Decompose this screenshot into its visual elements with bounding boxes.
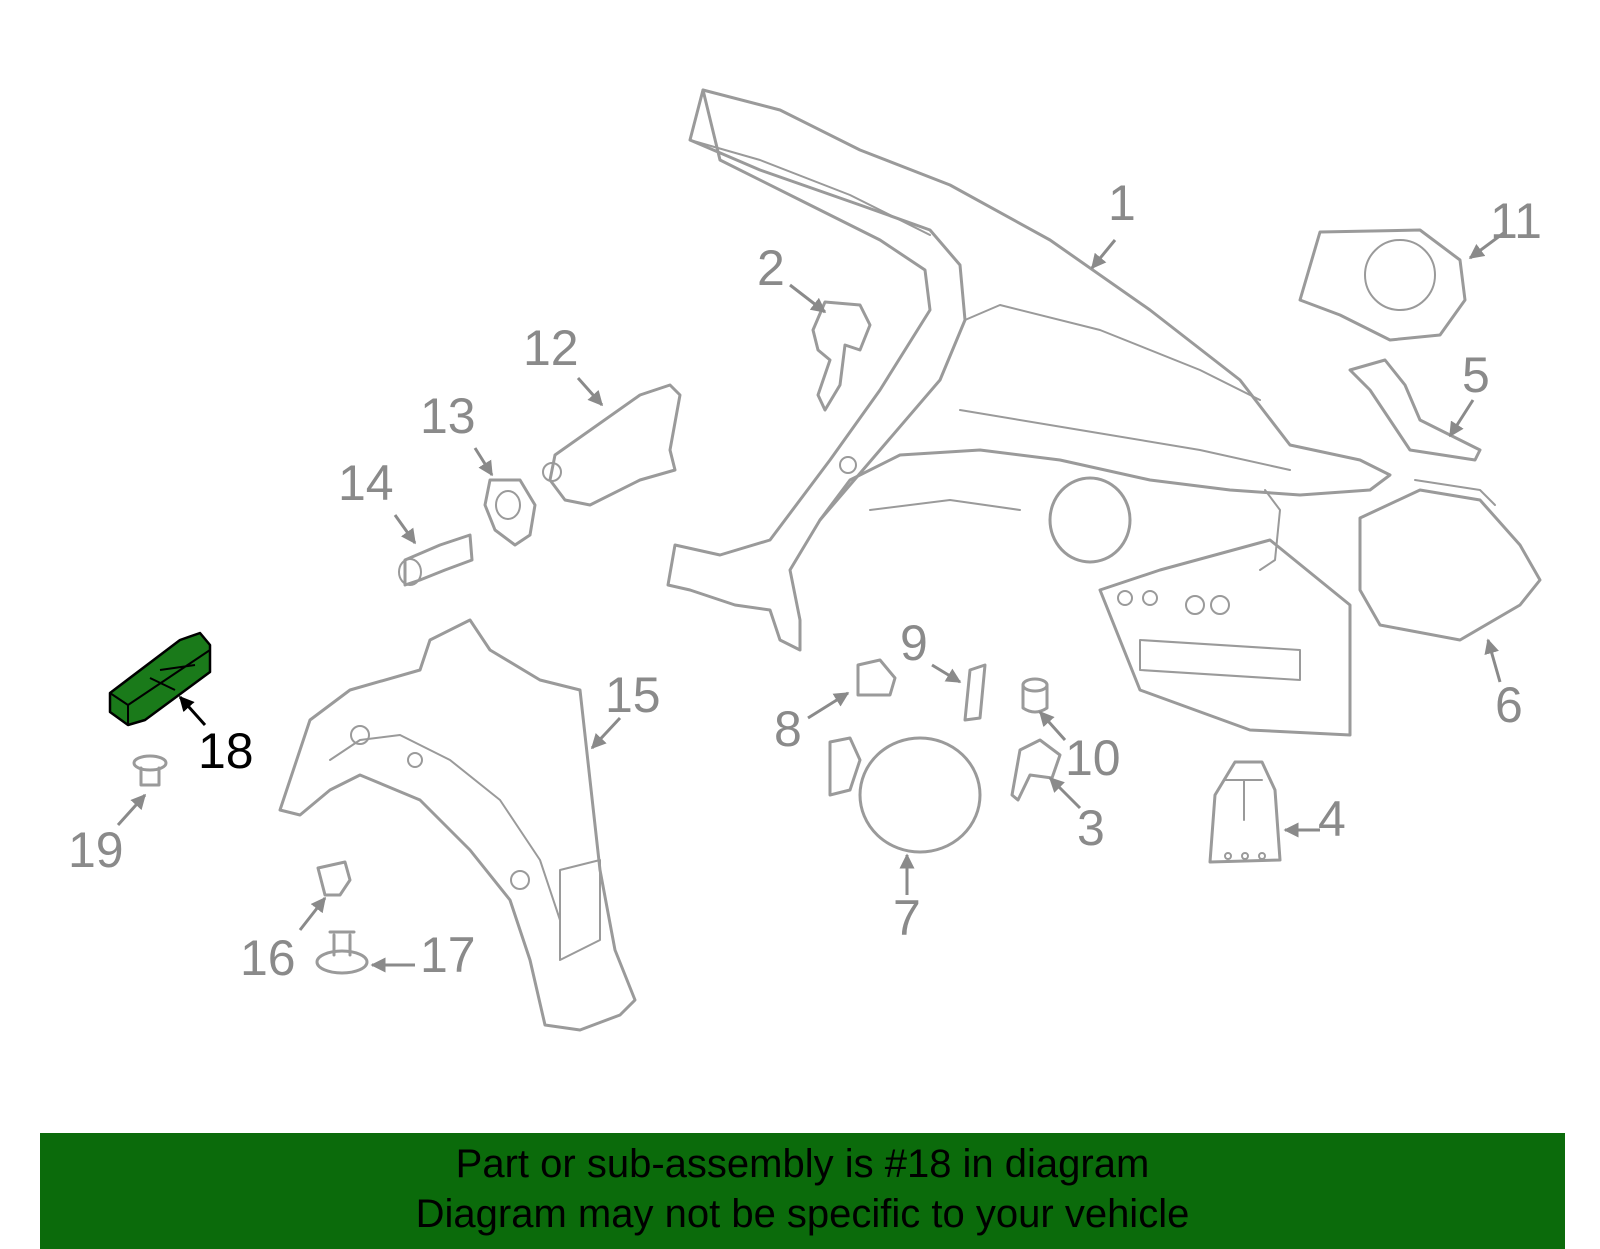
info-banner: Part or sub-assembly is #18 in diagram D… (40, 1133, 1565, 1249)
callout-6: 6 (1495, 677, 1523, 733)
callout-18: 18 (198, 723, 254, 779)
callout-16: 16 (240, 930, 296, 986)
part-6-extension (1358, 479, 1542, 642)
callout-3: 3 (1077, 800, 1105, 856)
part-7-fuel-door (828, 736, 982, 854)
callout-10: 10 (1065, 730, 1121, 786)
leader-lines (116, 230, 1506, 973)
callout-8: 8 (774, 701, 802, 757)
part-2-bracket (811, 300, 872, 412)
callout-7: 7 (893, 890, 921, 946)
callout-1: 1 (1108, 175, 1136, 231)
callout-5: 5 (1462, 347, 1490, 403)
part-8-hinge (856, 658, 897, 697)
part-15-wheel-liner (278, 618, 637, 1032)
callout-11: 11 (1490, 193, 1542, 249)
callout-17: 17 (420, 927, 476, 983)
part-17-screw (315, 930, 369, 975)
callout-13: 13 (420, 388, 476, 444)
part-5-bracket (1348, 358, 1482, 462)
callout-15: 15 (605, 667, 661, 723)
part-10-bumper (1021, 677, 1049, 714)
callout-9: 9 (900, 615, 928, 671)
part-4-bracket (1208, 760, 1282, 864)
part-1-quarter-panel (666, 88, 1392, 737)
part-9-pad (963, 663, 987, 722)
parts-diagram: 1 2 3 4 5 6 7 8 9 10 11 12 13 14 15 16 1… (68, 88, 1542, 1032)
banner-line-1: Part or sub-assembly is #18 in diagram (455, 1142, 1150, 1186)
part-18-highlighted (108, 631, 212, 727)
part-13-grommet (483, 478, 537, 547)
part-12-actuator (542, 383, 682, 507)
part-16-clip (316, 860, 352, 897)
part-3-bracket (1010, 738, 1062, 802)
callout-19: 19 (68, 822, 124, 878)
callout-14: 14 (338, 455, 394, 511)
banner-line-2: Diagram may not be specific to your vehi… (415, 1192, 1190, 1236)
callout-4: 4 (1318, 791, 1346, 847)
callout-12: 12 (523, 320, 579, 376)
part-19-grommet (132, 754, 168, 787)
callout-2: 2 (757, 240, 785, 296)
part-11-fuel-housing (1298, 228, 1467, 342)
part-14-plug (398, 533, 474, 587)
